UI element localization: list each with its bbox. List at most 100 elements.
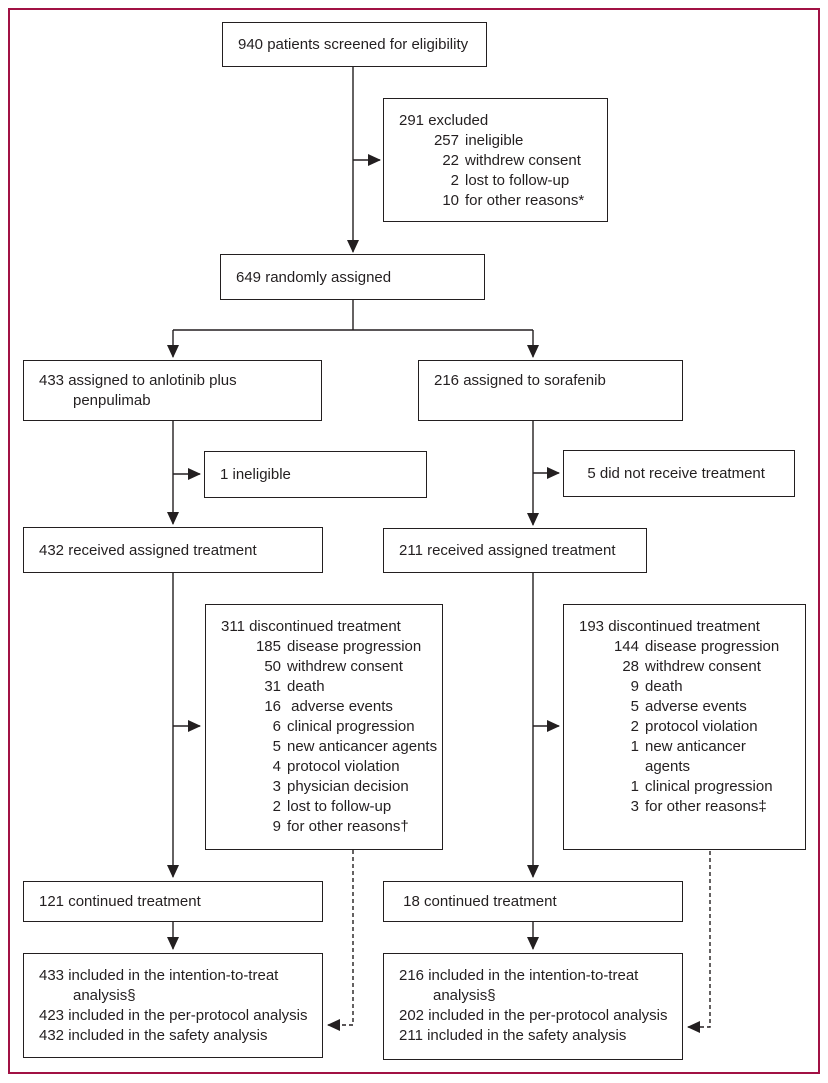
item-count: 6 — [272, 718, 281, 735]
item-label: ineligible — [465, 132, 524, 149]
discontinued-item: 28 withdrew consent — [579, 657, 801, 677]
arm-b-discontinued-title: 193 discontinued treatment — [579, 618, 760, 635]
discontinued-item: 31 death — [221, 677, 438, 697]
item-label: for other reasons* — [465, 192, 585, 209]
analysis-line: 216 included in the intention-to-treat a… — [399, 967, 639, 1004]
analysis-line: 433 included in the intention-to-treat a… — [39, 967, 279, 1004]
box-arm-a-assigned: 433 assigned to anlotinib plus penpulima… — [23, 360, 322, 421]
item-label: new anticancer agents — [645, 738, 746, 775]
item-count: 9 — [630, 678, 639, 695]
item-count: 1 — [630, 738, 639, 755]
discontinued-item: 9 for other reasons† — [221, 817, 438, 837]
discontinued-item: 5 adverse events — [579, 697, 801, 717]
item-count: 9 — [272, 818, 281, 835]
item-label: new anticancer agents — [287, 738, 438, 755]
item-label: death — [645, 678, 683, 695]
item-label: physician decision — [287, 778, 409, 795]
item-label: disease progression — [287, 638, 422, 655]
box-arm-a-ineligible: 1 ineligible — [204, 451, 427, 498]
box-arm-a-received: 432 received assigned treatment — [23, 527, 323, 573]
box-arm-a-analysis: 433 included in the intention-to-treat a… — [23, 953, 323, 1058]
item-count: 2 — [630, 718, 639, 735]
item-count: 10 — [442, 192, 459, 209]
box-arm-b-discontinued: 193 discontinued treatment 144 disease pr… — [563, 604, 806, 850]
arm-a-discontinued-title: 311 discontinued treatment — [221, 618, 401, 635]
analysis-line: 202 included in the per-protocol analysi… — [399, 1007, 668, 1024]
box-arm-a-continued: 121 continued treatment — [23, 881, 323, 922]
arm-b-assigned-text: 216 assigned to sorafenib — [434, 372, 606, 389]
screened-text: 940 patients screened for eligibility — [238, 36, 469, 53]
excluded-item: 10 for other reasons* — [399, 191, 603, 211]
analysis-line: 432 included in the safety analysis — [39, 1027, 268, 1044]
discontinued-item: 185 disease progression — [221, 637, 438, 657]
discontinued-item: 2 protocol violation — [579, 717, 801, 737]
item-count: 185 — [255, 638, 281, 655]
item-count: 28 — [622, 658, 639, 675]
arm-b-continued-text: 18 continued treatment — [399, 893, 557, 910]
item-label: lost to follow-up — [287, 798, 392, 815]
box-screened: 940 patients screened for eligibility — [222, 22, 487, 67]
item-count: 22 — [442, 152, 459, 169]
item-label: withdrew consent — [465, 152, 581, 169]
dashed-connector-arm-a-discontinued-to-analysis — [327, 850, 354, 1031]
box-arm-a-discontinued: 311 discontinued treatment 185 disease pr… — [205, 604, 443, 850]
discontinued-item: 144 disease progression — [579, 637, 801, 657]
box-arm-b-analysis: 216 included in the intention-to-treat a… — [383, 953, 683, 1060]
item-label: withdrew consent — [287, 658, 403, 675]
box-arm-b-no-treatment: 5 did not receive treatment — [563, 450, 795, 497]
item-count: 4 — [272, 758, 281, 775]
discontinued-item: 4 protocol violation — [221, 757, 438, 777]
item-count: 50 — [264, 658, 281, 675]
item-count: 3 — [630, 798, 639, 815]
item-count: 31 — [264, 678, 281, 695]
item-label: disease progression — [645, 638, 780, 655]
arm-a-continued-text: 121 continued treatment — [39, 893, 201, 910]
excluded-item: 22 withdrew consent — [399, 151, 603, 171]
excluded-item: 257 ineligible — [399, 131, 603, 151]
arm-a-ineligible-text: 1 ineligible — [220, 466, 291, 483]
item-label: clinical progression — [645, 778, 773, 795]
box-randomized: 649 randomly assigned — [220, 254, 485, 300]
item-label: protocol violation — [645, 718, 758, 735]
item-label: adverse events — [645, 698, 747, 715]
analysis-line: 211 included in the safety analysis — [399, 1027, 627, 1044]
item-count: 1 — [630, 778, 639, 795]
arm-b-no-treatment-text: 5 did not receive treatment — [579, 465, 765, 482]
item-label: lost to follow-up — [465, 172, 570, 189]
box-arm-b-received: 211 received assigned treatment — [383, 528, 647, 573]
item-count: 257 — [433, 132, 459, 149]
item-label: death — [287, 678, 325, 695]
randomized-text: 649 randomly assigned — [236, 269, 392, 286]
item-label: clinical progression — [287, 718, 415, 735]
discontinued-item: 50 withdrew consent — [221, 657, 438, 677]
discontinued-item: 6 clinical progression — [221, 717, 438, 737]
arm-a-received-text: 432 received assigned treatment — [39, 542, 257, 559]
item-count: 144 — [613, 638, 639, 655]
item-label: adverse events — [287, 698, 393, 715]
item-count: 5 — [272, 738, 281, 755]
arm-a-assigned-text: 433 assigned to anlotinib plus penpulima… — [39, 372, 237, 409]
discontinued-item: 3 for other reasons‡ — [579, 797, 801, 817]
item-label: protocol violation — [287, 758, 400, 775]
discontinued-item: 5 new anticancer agents — [221, 737, 438, 757]
item-count: 5 — [630, 698, 639, 715]
box-arm-b-continued: 18 continued treatment — [383, 881, 683, 922]
item-count: 16 — [264, 698, 281, 715]
discontinued-item: 1 clinical progression — [579, 777, 801, 797]
excluded-title: 291 excluded — [399, 112, 489, 129]
item-label: withdrew consent — [645, 658, 761, 675]
dashed-connector-arm-b-discontinued-to-analysis — [687, 851, 711, 1033]
discontinued-item: 9 death — [579, 677, 801, 697]
discontinued-item: 16 adverse events — [221, 697, 438, 717]
item-count: 3 — [272, 778, 281, 795]
analysis-line: 423 included in the per-protocol analysi… — [39, 1007, 308, 1024]
box-arm-b-assigned: 216 assigned to sorafenib — [418, 360, 683, 421]
item-label: for other reasons† — [287, 818, 409, 835]
item-label: for other reasons‡ — [645, 798, 767, 815]
box-excluded: 291 excluded 257 ineligible 22 withdrew co… — [383, 98, 608, 222]
arm-b-received-text: 211 received assigned treatment — [399, 542, 616, 559]
